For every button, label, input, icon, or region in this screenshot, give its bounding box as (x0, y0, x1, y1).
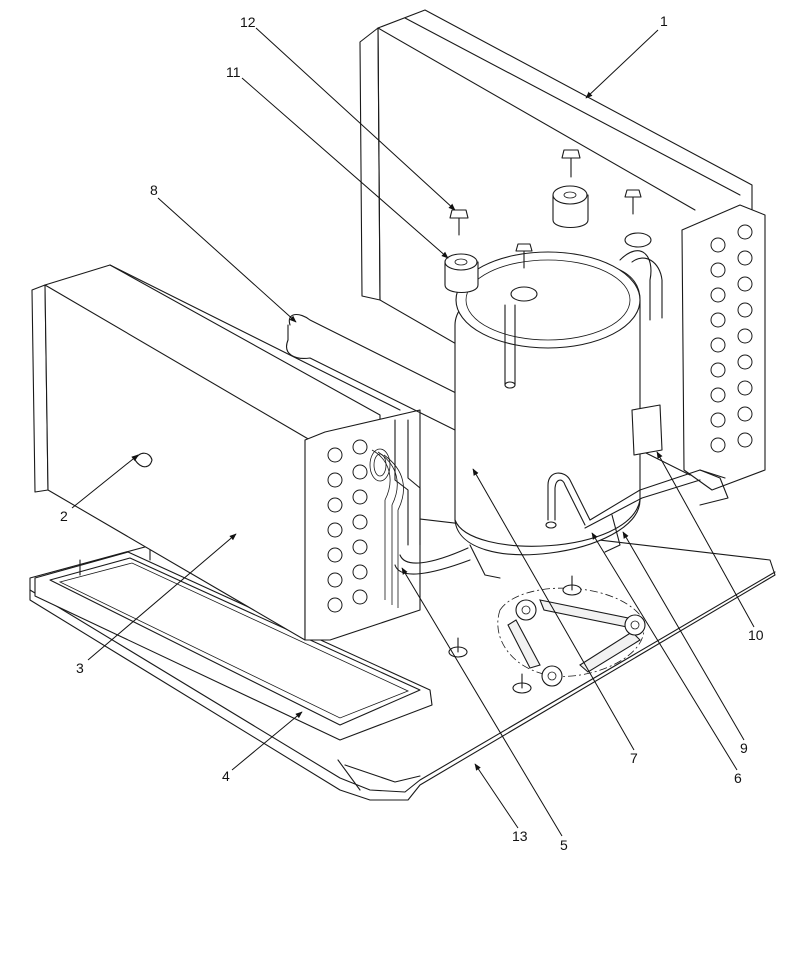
refrigerant-piping (286, 314, 471, 575)
callout-6: 6 (734, 770, 742, 786)
mounting-bolts (449, 149, 642, 269)
callout-1: 1 (660, 13, 668, 29)
callout-10: 10 (748, 627, 764, 643)
compressor-mount (448, 575, 646, 694)
callout-5: 5 (560, 837, 568, 853)
callout-11: 11 (226, 64, 241, 80)
callout-13: 13 (512, 828, 528, 844)
isolator-grommets (444, 185, 652, 302)
callout-2: 2 (60, 508, 68, 524)
compressor (454, 250, 726, 579)
condenser-coil-panel (359, 9, 766, 506)
callout-12: 12 (240, 14, 256, 30)
condenser-coil-bends (710, 224, 753, 453)
evaporator-coil-bends (327, 439, 368, 613)
callout-9: 9 (740, 740, 748, 756)
callout-3: 3 (76, 660, 84, 676)
callout-labels: 1 2 3 4 5 6 7 8 9 10 11 12 13 (60, 13, 764, 853)
evaporator-coil (31, 264, 421, 641)
leader-lines (71, 27, 755, 837)
callout-7: 7 (630, 750, 638, 766)
callout-8: 8 (150, 182, 158, 198)
callout-4: 4 (222, 768, 230, 784)
drain-tray (34, 544, 433, 741)
